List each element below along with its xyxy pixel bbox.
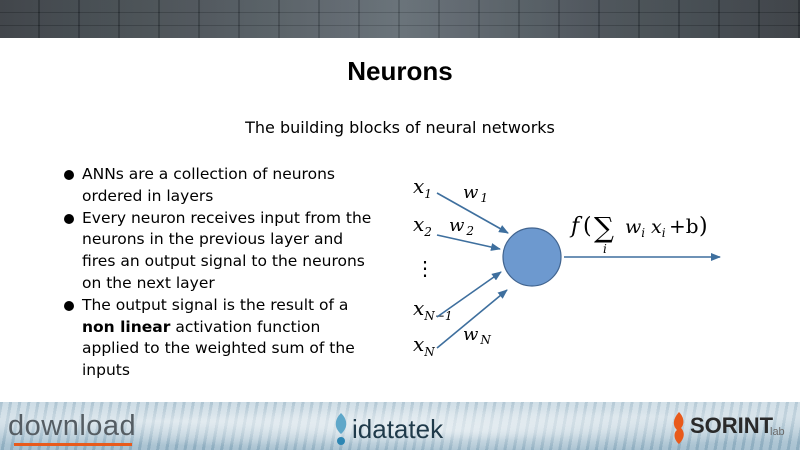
- svg-text:xi: xi: [651, 216, 666, 240]
- input-arrow: [436, 271, 502, 318]
- idatatek-logo-text: idatatek: [352, 414, 444, 444]
- input-xN: xN: [413, 332, 435, 359]
- activation-formula: f ( ∑ i wi xi +b ): [569, 211, 708, 256]
- svg-text:): ): [699, 214, 708, 239]
- svg-text:wi: wi: [625, 216, 645, 240]
- svg-text:+b: +b: [669, 214, 699, 238]
- input-x2: x2: [413, 212, 432, 239]
- bullet-text: ANNs are a collection of neurons ordered…: [82, 165, 335, 205]
- idatatek-mark-icon: [335, 413, 347, 445]
- bullet-text: Every neuron receives input from the neu…: [82, 208, 372, 292]
- svg-text:∑: ∑: [594, 211, 614, 244]
- input-ellipsis: ⋮: [415, 256, 435, 280]
- download-logo-underline: [14, 443, 132, 446]
- input-arrow: [436, 234, 501, 251]
- bullet-text-bold: non linear: [82, 317, 171, 336]
- sorint-lab-text: lab: [770, 426, 785, 438]
- download-logo-text: download: [8, 410, 137, 442]
- bullet-text-before: The output signal is the result of a: [82, 295, 349, 314]
- bullet-item: ANNs are a collection of neurons ordered…: [64, 164, 374, 208]
- top-banner-image: [0, 0, 800, 38]
- input-arrow: [436, 289, 508, 349]
- sorint-flame-icon: [673, 412, 684, 444]
- bullet-item: Every neuron receives input from the neu…: [64, 208, 374, 295]
- sorint-logo-text: SORINT: [690, 413, 774, 438]
- bullet-list: ANNs are a collection of neurons ordered…: [64, 164, 374, 382]
- svg-text:i: i: [603, 242, 607, 256]
- sorint-logo: SORINT lab: [670, 408, 795, 448]
- idatatek-logo: idatatek: [330, 410, 480, 446]
- input-arrow: [436, 192, 509, 234]
- svg-text:(: (: [583, 214, 592, 239]
- bullet-text-after: activation function applied to the weigh…: [82, 317, 355, 380]
- svg-text:f: f: [569, 214, 583, 239]
- bottom-banner: [0, 402, 800, 450]
- neuron-node: [502, 227, 562, 287]
- slide-title: Neurons: [347, 56, 453, 86]
- download-logo: download: [8, 410, 158, 446]
- slide-subtitle: The building blocks of neural networks: [245, 118, 555, 137]
- input-x1: x1: [413, 174, 432, 201]
- bullet-item: The output signal is the result of a non…: [64, 295, 374, 382]
